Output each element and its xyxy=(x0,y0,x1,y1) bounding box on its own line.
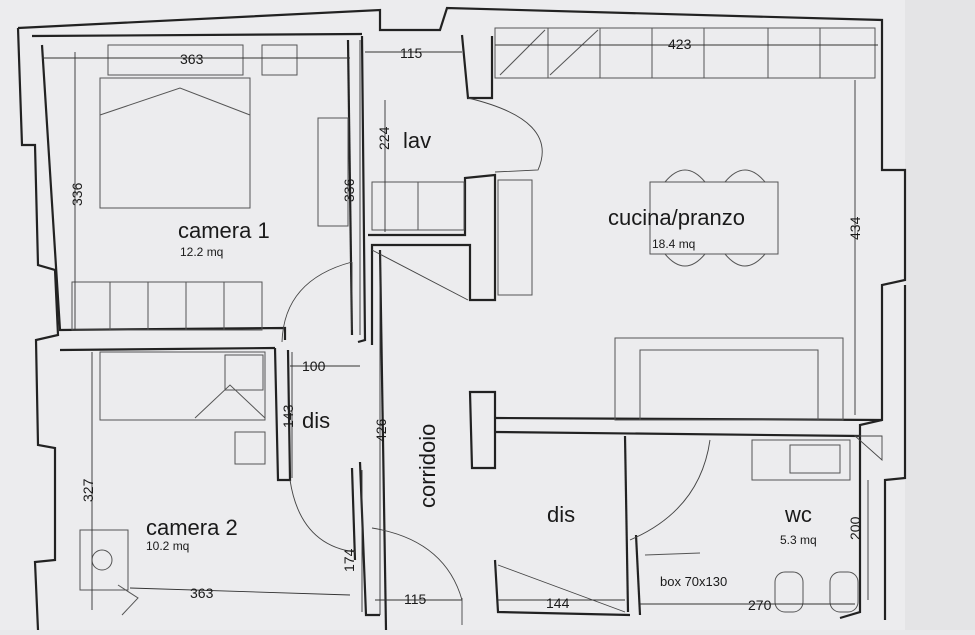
room-label-lav: lav xyxy=(403,128,431,153)
dim-dis-height: 143 xyxy=(280,404,296,428)
room-label-camera1: camera 1 xyxy=(178,218,270,243)
dim-cucina-height: 434 xyxy=(847,216,863,240)
outer-walls xyxy=(16,6,907,631)
room-label-wc: wc xyxy=(784,502,812,527)
furniture xyxy=(71,27,883,616)
dim-camera1-height: 336 xyxy=(69,182,85,206)
dim-cucina-width: 423 xyxy=(668,36,692,52)
dim-camera2-width: 363 xyxy=(190,585,214,601)
interior-walls xyxy=(273,34,883,631)
room-area-camera2: 10.2 mq xyxy=(146,539,189,553)
room-label-dis-left: dis xyxy=(302,408,330,433)
dim-lav-width: 115 xyxy=(400,45,423,61)
doors xyxy=(281,97,711,625)
room-label-corridoio: corridoio xyxy=(415,424,440,508)
dim-wardrobe-height: 336 xyxy=(341,178,357,202)
dim-174: 174 xyxy=(341,548,357,572)
bed-camera1 xyxy=(99,77,251,209)
room-area-camera1: 12.2 mq xyxy=(180,245,223,259)
note-box: box 70x130 xyxy=(660,574,727,589)
dim-bottom-144: 144 xyxy=(546,595,570,611)
dim-wc-width: 270 xyxy=(748,597,772,613)
room-label-dis-center: dis xyxy=(547,502,575,527)
room-area-cucina: 18.4 mq xyxy=(652,237,695,251)
dining-table xyxy=(649,181,779,255)
dim-camera2-height: 327 xyxy=(80,478,96,502)
dim-camera1-width: 363 xyxy=(180,51,204,67)
paper-edge xyxy=(905,0,975,630)
dim-dis-width: 100 xyxy=(302,358,326,374)
dim-lav-height: 224 xyxy=(376,126,392,150)
dim-bottom-115: 115 xyxy=(404,591,427,607)
room-label-cucina: cucina/pranzo xyxy=(608,205,745,230)
dim-corridoio-length: 426 xyxy=(373,418,389,442)
dimension-lines xyxy=(42,40,878,615)
room-label-camera2: camera 2 xyxy=(146,515,238,540)
dim-wc-height: 200 xyxy=(847,516,863,540)
room-area-wc: 5.3 mq xyxy=(780,533,817,547)
